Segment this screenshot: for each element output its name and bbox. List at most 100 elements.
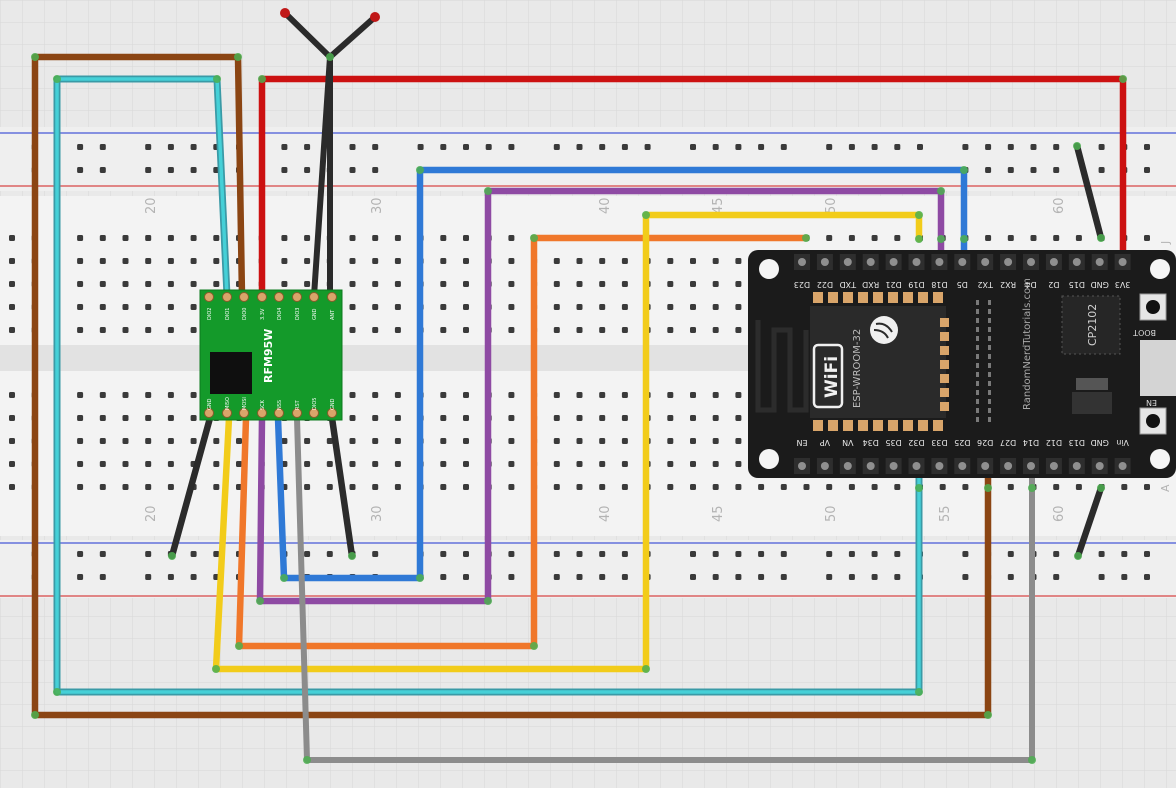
pcb-antenna-trace <box>755 320 809 413</box>
pcb-trace-dash <box>976 417 979 422</box>
lora-top-pin-label: DIO1 <box>225 308 231 320</box>
esp-top-pin-label: D23 <box>794 280 810 289</box>
breadboard-hole <box>190 327 197 333</box>
breadboard-hole <box>599 438 606 444</box>
breadboard-hole <box>9 438 15 444</box>
wire-end-dot <box>530 234 538 242</box>
rail-hole <box>962 551 969 557</box>
esp-bottom-pin-label: D12 <box>1046 438 1062 447</box>
breadboard-hole <box>576 304 583 310</box>
wire-gnd-right[interactable] <box>328 414 356 560</box>
esp-pin-hole <box>912 462 921 470</box>
espressif-logo-mark <box>873 322 893 339</box>
breadboard-hole <box>304 461 311 467</box>
esp32-board[interactable]: WiFi ESP-WROOM-32 CP2102 RandomNerdTutor… <box>748 250 1176 478</box>
breadboard-hole <box>1144 484 1150 490</box>
wire-end-dot <box>53 688 61 696</box>
esp-pin-hole <box>935 462 944 470</box>
rail-hole <box>304 144 311 150</box>
esp-pin-hole <box>843 258 852 266</box>
rail-hole <box>894 574 901 580</box>
breadboard-hole <box>712 327 719 333</box>
wire-antenna[interactable] <box>282 10 378 299</box>
wire-end-dot <box>1028 756 1036 764</box>
col-label-top-40: 40 <box>598 197 613 214</box>
breadboard-hole <box>213 258 220 264</box>
breadboard-hole <box>167 392 174 398</box>
rail-hole <box>1144 574 1150 580</box>
esp-bottom-pin-label: VP <box>820 438 830 447</box>
en-button[interactable] <box>1139 407 1167 435</box>
wire-vcc-3v3[interactable] <box>258 75 1127 300</box>
breadboard-hole <box>621 281 628 287</box>
rail-hole <box>463 551 469 557</box>
breadboard-hole <box>349 258 356 264</box>
pcb-trace-dash <box>976 318 979 323</box>
pcb-trace-dash <box>976 399 979 404</box>
boot-button-cap <box>1146 300 1160 314</box>
rail-hole <box>77 144 84 150</box>
wire-end-dot <box>31 711 39 719</box>
rail-hole <box>1053 144 1060 150</box>
wire-gnd-esp-bottom[interactable] <box>1074 484 1105 560</box>
wire-gnd-left[interactable] <box>168 414 214 560</box>
cp2102-chip <box>1061 295 1121 355</box>
rail-hole <box>735 144 742 150</box>
wire-gnd-esp-top[interactable] <box>1073 142 1105 242</box>
breadboard-hole <box>553 415 560 421</box>
breadboard-hole <box>372 327 379 333</box>
breadboard-hole <box>394 235 401 241</box>
lora-bottom-pin <box>292 408 302 418</box>
wire-rst-d14[interactable] <box>294 415 1035 763</box>
wroom-pad <box>903 292 913 303</box>
rail-hole <box>621 574 628 580</box>
rail-hole <box>1007 167 1014 173</box>
wroom-pad <box>858 420 868 431</box>
breadboard-hole <box>440 235 447 241</box>
wire-dio0[interactable] <box>31 53 992 719</box>
wire-end-dot <box>280 574 288 582</box>
wire-nss-d5[interactable] <box>274 166 968 582</box>
rail-hole <box>871 574 878 580</box>
breadboard-hole <box>122 327 129 333</box>
breadboard-hole <box>9 281 15 287</box>
lora-top-pin <box>292 292 302 302</box>
breadboard-hole <box>99 327 106 333</box>
breadboard-hole <box>508 258 515 264</box>
esp-pin-hole <box>981 258 990 266</box>
rail-hole <box>871 551 878 557</box>
rail-hole <box>77 551 84 557</box>
breadboard-hole <box>690 438 696 444</box>
breadboard-hole <box>77 327 84 333</box>
breadboard-hole <box>9 258 15 264</box>
esp-pin-hole <box>889 258 898 266</box>
wire-sck-d18[interactable] <box>256 187 945 605</box>
wire-end-dot <box>31 53 39 61</box>
wire-end-dot <box>1028 484 1036 492</box>
breadboard-hole <box>690 415 696 421</box>
rail-hole <box>553 574 560 580</box>
rail-hole <box>735 574 742 580</box>
breadboard-hole <box>621 392 628 398</box>
breadboard-hole <box>621 461 628 467</box>
breadboard-hole <box>667 327 674 333</box>
pcb-trace-dash <box>988 345 991 350</box>
usb-connector <box>1140 340 1176 396</box>
wire-end-dot <box>530 642 538 650</box>
breadboard-hole <box>735 304 742 310</box>
breadboard-hole <box>690 392 696 398</box>
lora-bottom-pin <box>204 408 214 418</box>
breadboard-hole <box>440 327 447 333</box>
lora-bottom-pin <box>274 408 284 418</box>
breadboard-hole <box>167 415 174 421</box>
pcb-trace-dash <box>988 336 991 341</box>
rail-hole <box>712 551 719 557</box>
esp-pin-hole <box>820 258 829 266</box>
boot-button-label: BOOT <box>1133 328 1156 337</box>
breadboard-hole <box>77 281 84 287</box>
lora-bottom-pin-label: RST <box>295 399 301 410</box>
rail-hole <box>281 167 288 173</box>
esp-pin-hole <box>912 258 921 266</box>
pcb-trace-dash <box>988 354 991 359</box>
